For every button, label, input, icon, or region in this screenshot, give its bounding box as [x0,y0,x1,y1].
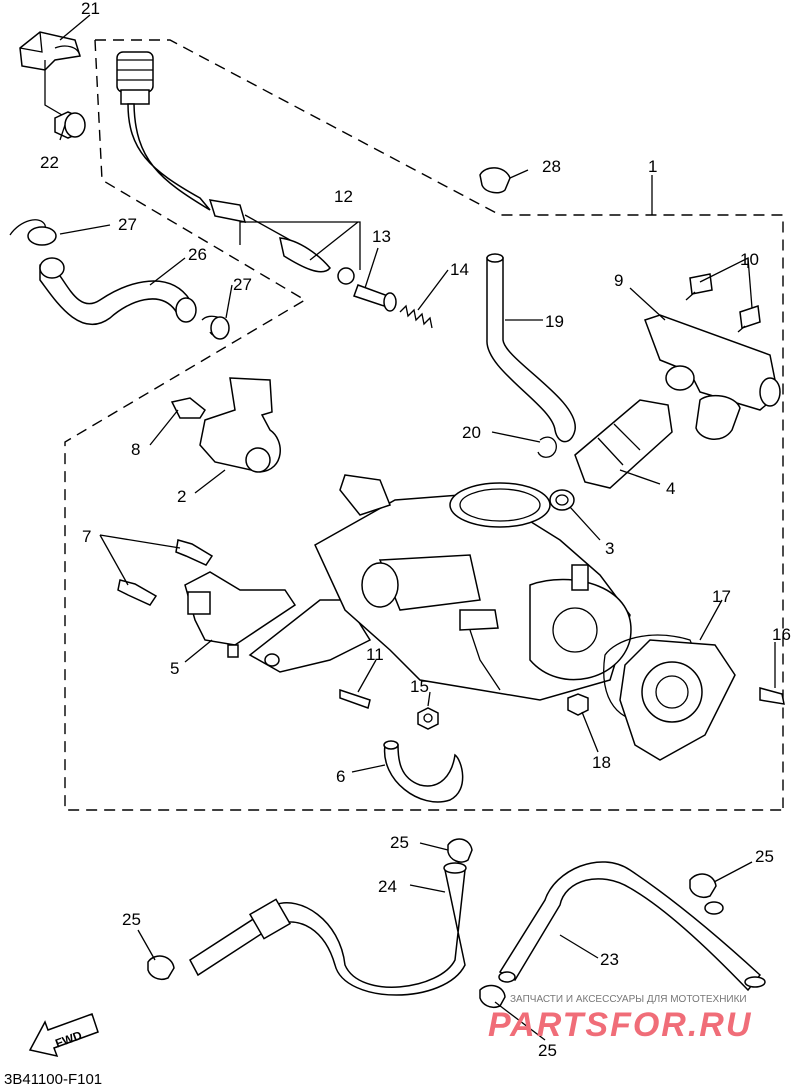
callout-labels: 21 22 12 13 14 27 26 27 28 1 19 10 9 20 … [40,0,791,1060]
callout-25-a: 25 [390,833,409,852]
callout-26: 26 [188,245,207,264]
part-24-hose [189,862,467,996]
callout-20: 20 [462,423,481,442]
callout-25-b: 25 [122,910,141,929]
callout-2: 2 [177,487,186,506]
callout-28: 28 [542,157,561,176]
part-11-bracket [248,599,372,709]
part-13-plunger [353,284,397,312]
watermark-tagline: ЗАПЧАСТИ И АКСЕССУАРЫ ДЛЯ МОТОТЕХНИКИ [510,994,747,1005]
callout-19: 19 [545,312,564,331]
callout-15: 15 [410,677,429,696]
part-15-nut [417,707,439,730]
callout-22: 22 [40,153,59,172]
callout-27-lower: 27 [233,275,252,294]
part-25-clamps [147,838,724,1009]
callout-25-c: 25 [755,847,774,866]
part-6-hose [383,740,464,803]
part-28-clamp [479,167,511,194]
part-23-hose [498,861,766,992]
watermark: ЗАПЧАСТИ И АКСЕССУАРЫ ДЛЯ МОТОТЕХНИКИ PA… [488,994,752,1044]
callout-14: 14 [450,260,469,279]
part-27-clip-upper [9,219,57,246]
part-2-sensor [199,377,281,473]
callout-21: 21 [81,0,100,18]
callout-6: 6 [336,767,345,786]
part-3-washer [549,489,575,511]
callout-18: 18 [592,753,611,772]
callout-27-upper: 27 [118,215,137,234]
part-19-hose [486,253,576,443]
callout-17: 17 [712,587,731,606]
part-21-clip [19,31,81,71]
callout-24: 24 [378,877,397,896]
callout-3: 3 [605,539,614,558]
part-12-cable [116,51,355,285]
part-27-clip-lower [201,315,230,340]
part-17-cover [603,634,736,761]
part-4-injector [574,399,673,489]
part-14-spring [399,304,433,329]
diagram-code: 3B41100-F101 [4,1071,102,1087]
watermark-brand: PARTSFOR.RU [488,1006,752,1044]
part-9-bracket [644,314,781,440]
callout-1: 1 [648,157,657,176]
callout-23: 23 [600,950,619,969]
assembly-boundary-upper [64,39,784,811]
callout-25-d: 25 [538,1041,557,1060]
part-8-screw [170,397,206,419]
part-22-bolt [54,111,86,139]
callout-4: 4 [666,479,675,498]
callout-7: 7 [82,527,91,546]
part-26-hose [39,257,197,326]
part-16-screw [759,687,785,705]
callout-11: 11 [366,645,384,664]
callout-5: 5 [170,659,179,678]
part-20-clip [537,436,557,458]
part-5-sensor [184,571,297,658]
callout-8: 8 [131,440,140,459]
part-10-screws [685,273,761,333]
callout-9: 9 [614,271,623,290]
callout-12: 12 [334,187,353,206]
part-7-screws [117,539,214,606]
callout-16: 16 [772,625,791,644]
callout-13: 13 [372,227,391,246]
throttle-body [314,474,632,701]
leader-lines [59,14,776,1041]
fwd-arrow: FWD [28,1013,99,1058]
callout-10: 10 [740,250,759,269]
part-18-nut [567,693,589,716]
